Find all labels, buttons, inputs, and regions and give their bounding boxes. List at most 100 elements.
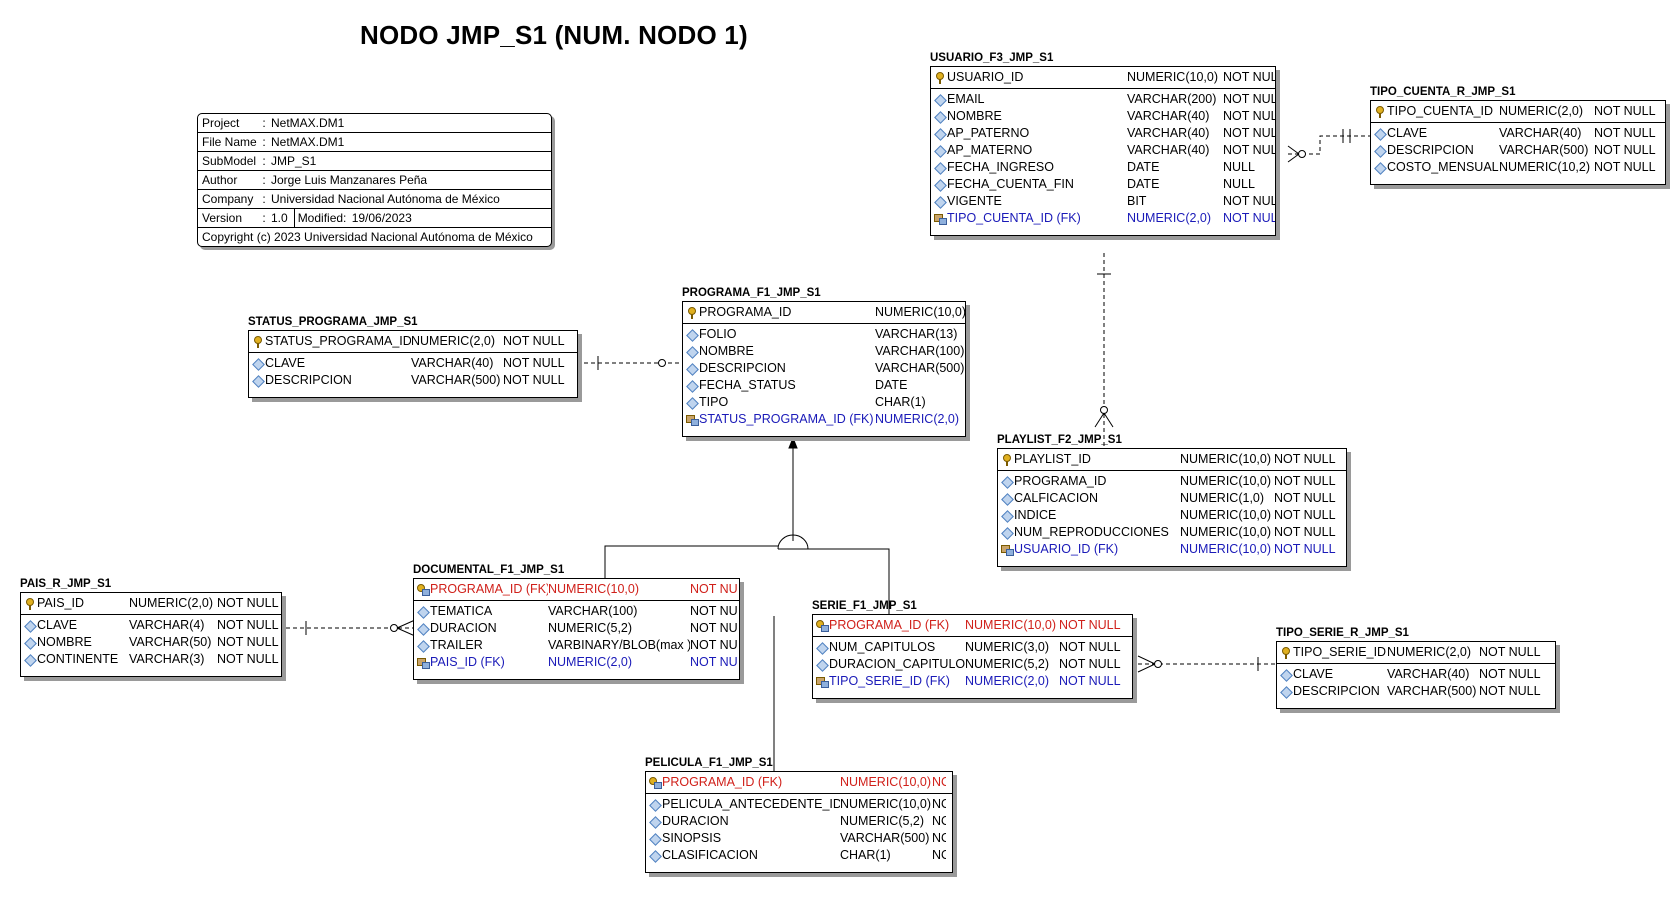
attr-icon	[813, 656, 829, 673]
column-programa-id-fk[interactable]: PROGRAMA_ID (FK)NUMERIC(10,0)NOT NULL	[813, 617, 1132, 634]
column-nullability: NOT NULL	[1223, 211, 1275, 225]
column-status-programa-id-fk[interactable]: STATUS_PROGRAMA_ID (FK)NUMERIC(2,0)	[683, 411, 965, 428]
entity-box[interactable]: PROGRAMA_ID (FK)NUMERIC(10,0)NOT NULL NUM…	[812, 614, 1133, 699]
column-nullability: NO	[932, 848, 946, 862]
column-nullability: NOT NULL	[217, 652, 279, 666]
company-label: Company	[202, 192, 254, 206]
column-programa-id-fk[interactable]: PROGRAMA_ID (FK)NUMERIC(10,0)NO	[646, 774, 952, 791]
column-nullability: NOT NULL	[1479, 667, 1541, 681]
model-info-box: Project:NetMAX.DM1 File Name:NetMAX.DM1 …	[197, 113, 552, 247]
column-name: CLAVE	[1387, 126, 1428, 140]
column-type: VARBINARY/BLOB(max )	[548, 638, 690, 652]
pk-icon	[21, 595, 37, 612]
attr-icon	[931, 142, 947, 159]
column-name: PROGRAMA_ID (FK)	[662, 775, 783, 789]
column-pais-id-fk[interactable]: PAIS_ID (FK)NUMERIC(2,0)NOT NU	[414, 654, 739, 671]
author-label: Author	[202, 173, 238, 187]
column-nullability: NOT NULL	[1274, 452, 1336, 466]
column-type: DATE	[1127, 160, 1160, 174]
entity-box[interactable]: PROGRAMA_ID (FK)NUMERIC(10,0)NOT NU TEMAT…	[413, 578, 740, 680]
column-type: VARCHAR(40)	[1127, 126, 1210, 140]
column-nullability: NOT NULL	[1479, 645, 1541, 659]
column-name: AP_PATERNO	[947, 126, 1030, 140]
column-tipo-serie-id-fk[interactable]: TIPO_SERIE_ID (FK)NUMERIC(2,0)NOT NULL	[813, 673, 1132, 690]
column-type: NUMERIC(10,0)	[1180, 452, 1271, 466]
column-name: PROGRAMA_ID (FK)	[430, 582, 548, 596]
column-name: USUARIO_ID	[947, 70, 1024, 84]
attr-icon	[998, 524, 1014, 541]
column-usuario-id-fk[interactable]: USUARIO_ID (FK)NUMERIC(10,0)NOT NULL	[998, 541, 1346, 558]
entity-box[interactable]: PROGRAMA_ID (FK)NUMERIC(10,0)NO PELICULA_…	[645, 771, 953, 873]
file-value: NetMAX.DM1	[271, 135, 345, 149]
file-label: File Name	[202, 135, 257, 149]
column-tipo-cuenta-id-fk[interactable]: TIPO_CUENTA_ID (FK)NUMERIC(2,0)NOT NULL	[931, 210, 1275, 227]
attr-icon	[414, 620, 430, 637]
column-programa-id-fk[interactable]: PROGRAMA_ID (FK)NUMERIC(10,0)NOT NU	[414, 581, 739, 598]
column-name: CONTINENTE	[37, 652, 119, 666]
column-nullability: NOT NU	[690, 604, 738, 618]
column-name: DURACION_CAPITULO	[829, 657, 965, 671]
